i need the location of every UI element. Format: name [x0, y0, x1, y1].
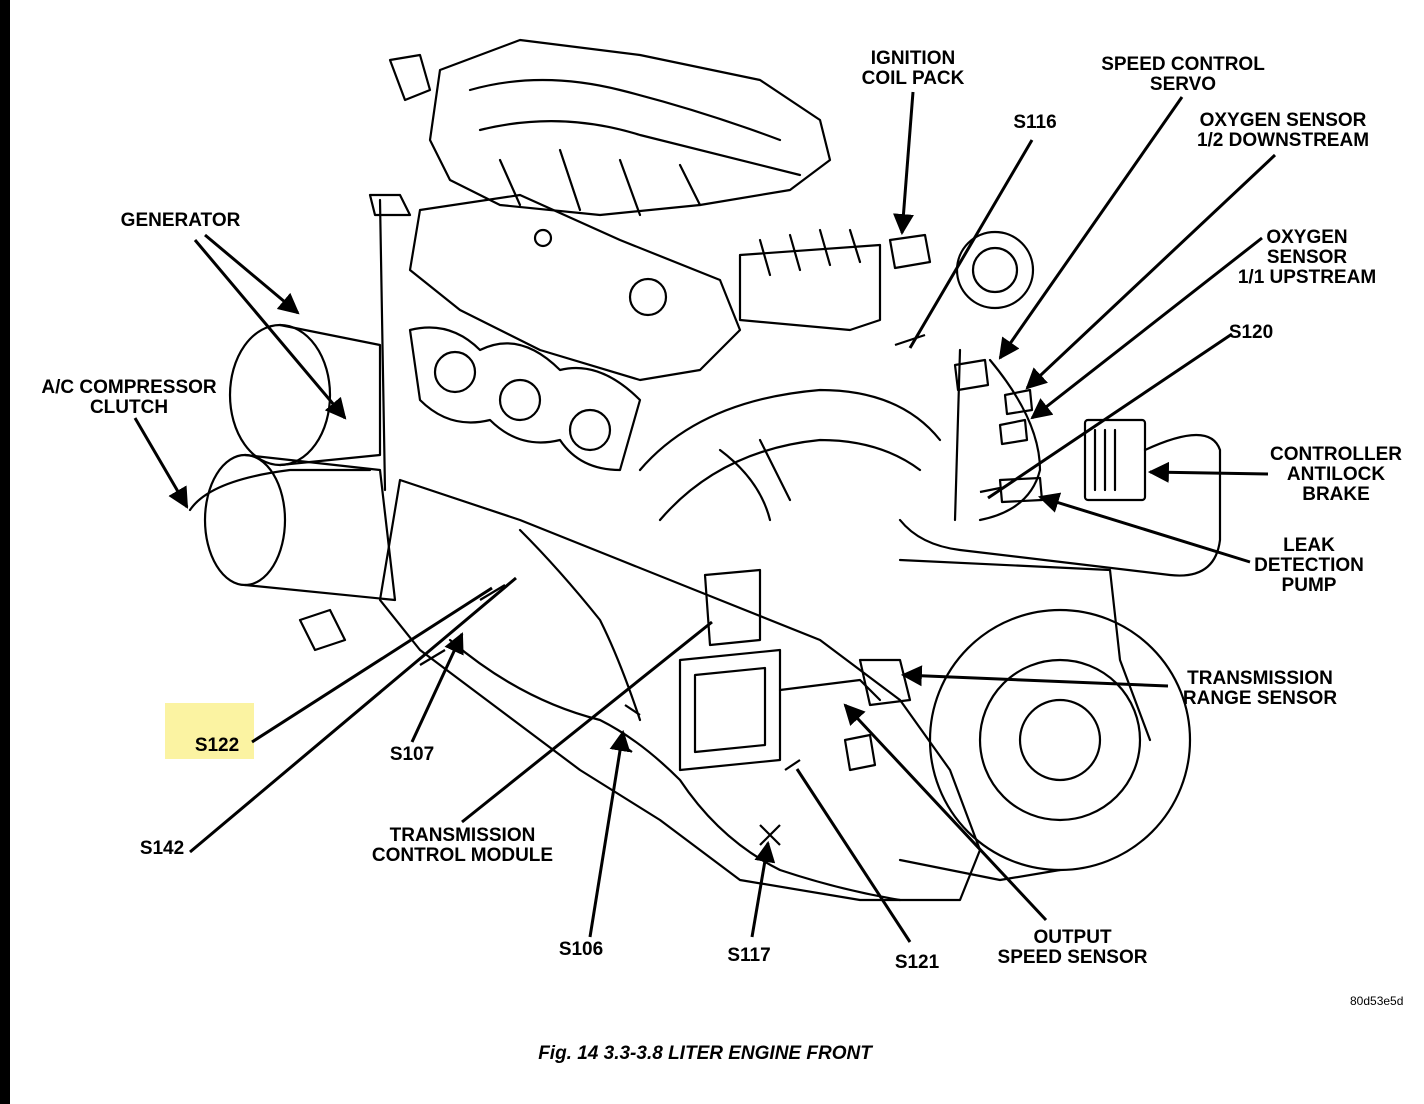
- label-s117: S117: [727, 945, 771, 966]
- leader-trs: [900, 665, 1169, 688]
- leader-generator-b: [193, 239, 347, 420]
- leader-s117: [750, 840, 776, 938]
- label-generator: GENERATOR: [120, 210, 241, 231]
- label-s116: S116: [1013, 112, 1057, 133]
- compressor-body: [203, 453, 287, 587]
- left-border: [0, 0, 10, 1104]
- tcm-module: [678, 648, 782, 772]
- engine-drawing: [188, 38, 1222, 902]
- image-code: 80d53e5d: [1350, 994, 1404, 1008]
- exhaust-manifold: [408, 326, 642, 472]
- figure-caption: Fig. 14 3.3-3.8 LITER ENGINE FRONT: [538, 1043, 872, 1064]
- leader-s116: [908, 139, 1034, 349]
- leader-s120: [987, 332, 1233, 500]
- leader-leak-pump: [1037, 492, 1251, 564]
- leader-s142: [189, 576, 517, 854]
- leader-speed-control-servo: [998, 96, 1184, 360]
- abs-controller: [1083, 418, 1147, 502]
- leader-s106: [588, 729, 631, 938]
- leader-ignition-coil-pack: [893, 91, 915, 236]
- leader-ac-clutch: [133, 417, 189, 509]
- leader-o2-downstream: [1025, 153, 1277, 390]
- label-s122: S122: [194, 735, 240, 756]
- label-s106: S106: [558, 939, 604, 960]
- valve-cover: [408, 193, 742, 382]
- leader-oss: [843, 703, 1048, 922]
- leader-o2-upstream: [1030, 236, 1263, 420]
- leader-lines: [133, 91, 1277, 943]
- label-s142: S142: [139, 838, 185, 859]
- engine-block: [378, 478, 982, 902]
- coil-pack: [738, 243, 882, 332]
- s122-highlight: [165, 703, 254, 759]
- label-s107: S107: [389, 744, 435, 765]
- leader-s121: [795, 768, 912, 943]
- splice-marks: [419, 333, 1001, 846]
- leader-abs: [1147, 461, 1269, 483]
- label-s120: S120: [1228, 322, 1274, 343]
- leader-s107: [410, 632, 464, 743]
- label-s121: S121: [894, 952, 940, 973]
- intake-plenum: [428, 38, 832, 217]
- leader-tcm: [461, 620, 713, 824]
- leader-generator-a: [204, 233, 300, 315]
- generator-body: [228, 323, 332, 467]
- leader-s122: [251, 586, 493, 744]
